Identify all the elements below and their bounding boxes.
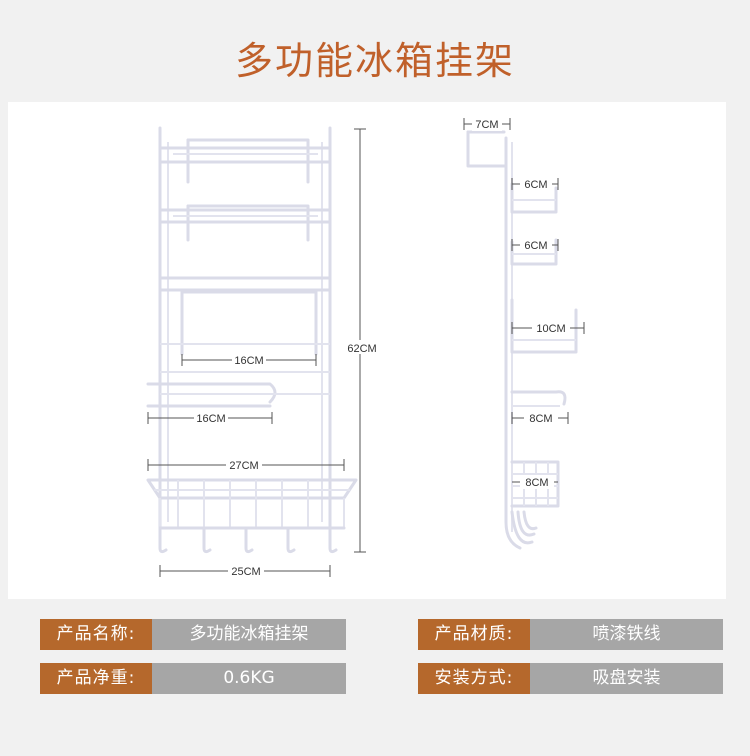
spec-value-material: 喷漆铁线: [530, 619, 723, 650]
top-hook-label: 7CM: [475, 119, 498, 131]
product-dimension-diagram: 62CM 16CM 16CM 27CM 25CM: [146, 117, 585, 578]
spec-label-material: 产品材质:: [418, 619, 530, 650]
front-height-label: 62CM: [347, 343, 376, 355]
spec-value-name: 多功能冰箱挂架: [152, 619, 346, 650]
basket-width-dimension: [147, 458, 345, 472]
side-shelf-label-3: 10CM: [536, 323, 565, 335]
front-view-rack: [146, 126, 358, 554]
top-hook-dimension: [463, 117, 511, 131]
spec-value-weight: 0.6KG: [152, 663, 346, 694]
front-height-dimension: [342, 128, 382, 553]
shelf-width-label-2: 16CM: [196, 413, 225, 425]
side-shelf-dimension-1: [511, 177, 559, 191]
shelf-width-dimension-1: [181, 353, 317, 367]
spec-label-name: 产品名称:: [40, 619, 152, 650]
hook-span-label: 25CM: [231, 566, 260, 578]
side-basket-label: 8CM: [525, 477, 548, 489]
shelf-width-dimension-2: [147, 411, 273, 425]
towel-bar-dimension: [511, 411, 569, 425]
side-shelf-dimension-2: [511, 238, 559, 252]
towel-bar-label: 8CM: [529, 413, 552, 425]
side-shelf-label-2: 6CM: [524, 240, 547, 252]
shelf-width-label-1: 16CM: [234, 355, 263, 367]
side-shelf-label-1: 6CM: [524, 179, 547, 191]
product-diagram-panel: 62CM 16CM 16CM 27CM 25CM: [8, 102, 726, 599]
basket-width-label: 27CM: [229, 460, 258, 472]
spec-label-weight: 产品净重:: [40, 663, 152, 694]
side-shelf-dimension-3: [511, 321, 585, 335]
page-title: 多功能冰箱挂架: [234, 39, 515, 83]
hook-span-dimension: [159, 564, 331, 578]
spec-label-install: 安装方式:: [418, 663, 530, 694]
side-basket-dimension: [512, 475, 558, 489]
spec-value-install: 吸盘安装: [530, 663, 723, 694]
